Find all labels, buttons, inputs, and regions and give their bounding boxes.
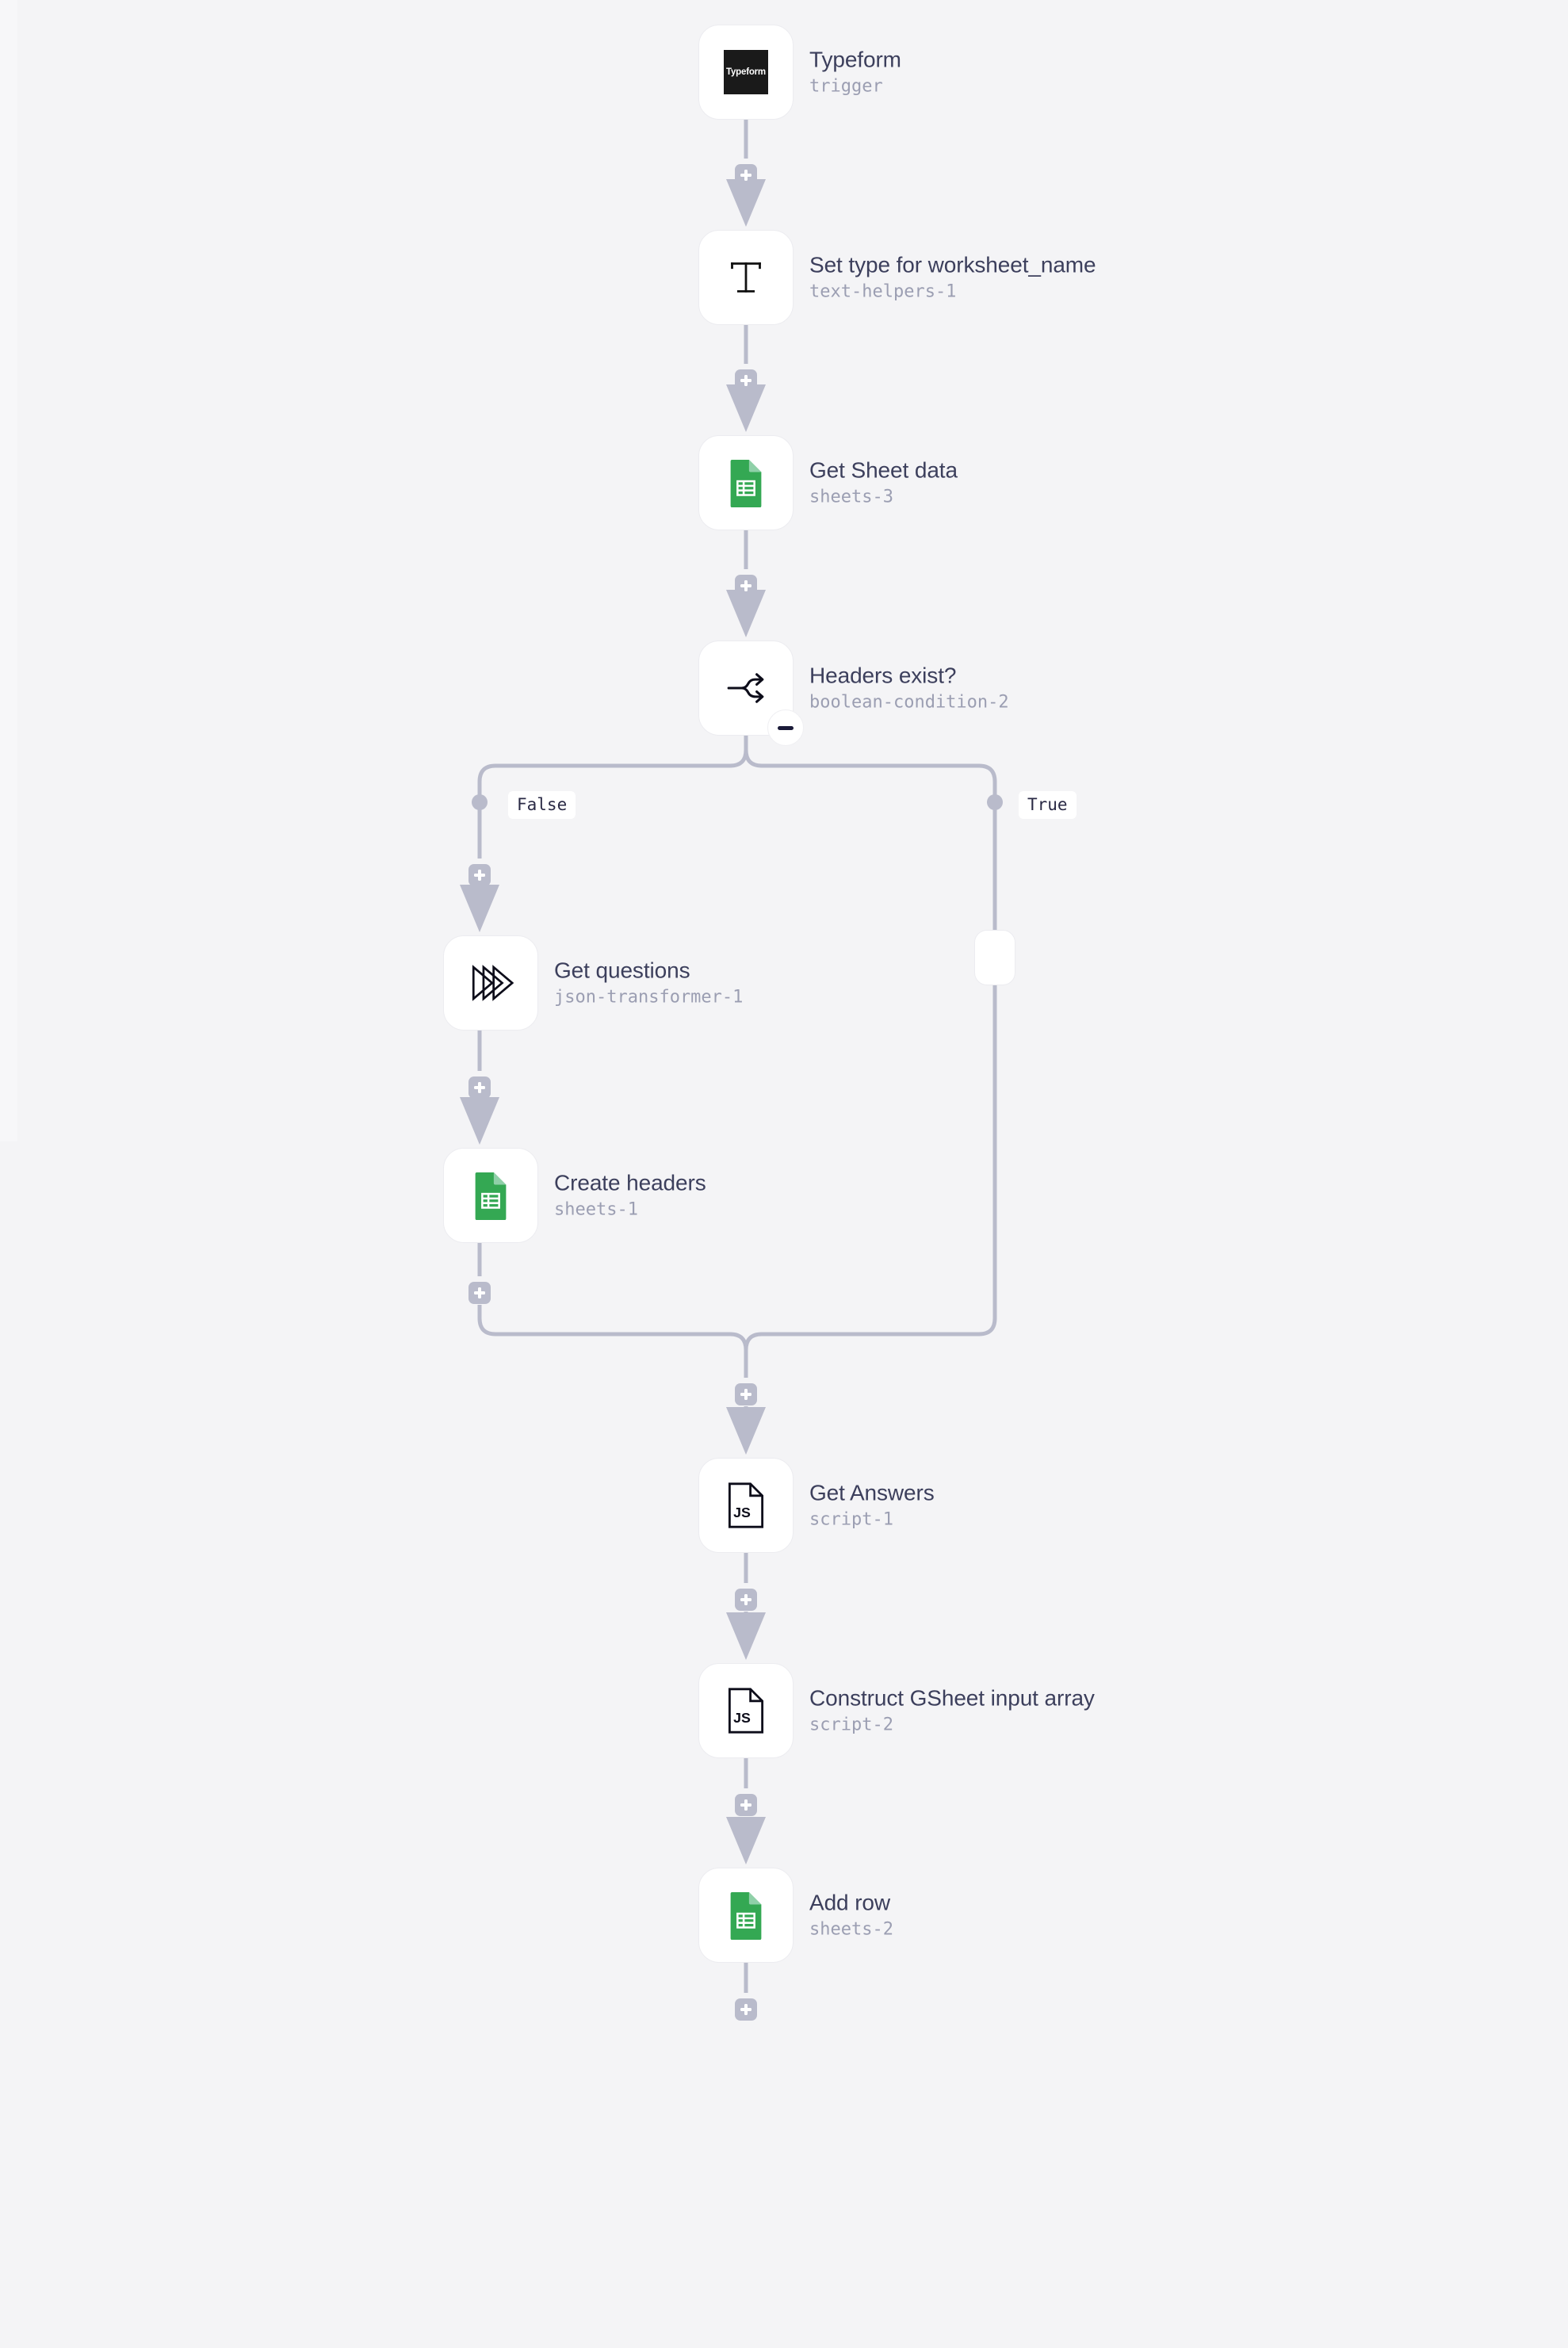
add-step-button-false-branch-top[interactable] xyxy=(468,864,491,886)
svg-text:JS: JS xyxy=(733,1710,751,1726)
node-subtitle: json-transformer-1 xyxy=(554,987,744,1008)
google-sheets-icon xyxy=(465,1170,516,1221)
node-label-sheets-3: Get Sheet data sheets-3 xyxy=(809,457,958,510)
node-label-script-1: Get Answers script-1 xyxy=(809,1479,935,1532)
json-transformer-chevrons-icon xyxy=(465,958,516,1008)
workflow-node-boolean-condition-2[interactable] xyxy=(698,641,794,736)
google-sheets-icon xyxy=(721,457,771,508)
add-step-button-after-script-2[interactable] xyxy=(735,1794,757,1816)
node-label-sheets-1: Create headers sheets-1 xyxy=(554,1169,706,1222)
node-title: Create headers xyxy=(554,1170,706,1195)
add-step-button-after-merge[interactable] xyxy=(735,1383,757,1405)
workflow-node-placeholder-true-branch[interactable] xyxy=(974,930,1015,985)
workflow-node-trigger[interactable]: Typeform xyxy=(698,25,794,120)
node-label-script-2: Construct GSheet input array script-2 xyxy=(809,1685,1095,1738)
node-subtitle: sheets-2 xyxy=(809,1919,893,1940)
svg-text:JS: JS xyxy=(733,1505,751,1520)
node-label-json-transformer-1: Get questions json-transformer-1 xyxy=(554,957,743,1010)
add-step-button-after-text-helpers[interactable] xyxy=(735,369,757,392)
node-title: Headers exist? xyxy=(809,663,957,688)
node-label-sheets-2: Add row sheets-2 xyxy=(809,1889,893,1942)
add-step-button-after-sheets-3[interactable] xyxy=(735,575,757,597)
add-step-button-after-sheets-2[interactable] xyxy=(735,1998,757,2021)
node-title: Get questions xyxy=(554,958,690,983)
typeform-logo-text: Typeform xyxy=(726,67,766,77)
node-subtitle: script-1 xyxy=(809,1509,893,1530)
workflow-node-sheets-2[interactable] xyxy=(698,1868,794,1963)
add-step-button-after-script-1[interactable] xyxy=(735,1589,757,1611)
branch-port-true[interactable] xyxy=(987,794,1003,810)
node-subtitle: text-helpers-1 xyxy=(809,281,957,302)
node-title: Typeform xyxy=(809,47,901,72)
minus-icon xyxy=(778,725,794,730)
add-step-button-after-json-transformer[interactable] xyxy=(468,1076,491,1099)
collapse-branch-button[interactable] xyxy=(767,709,804,746)
workflow-node-script-1[interactable]: JS xyxy=(698,1458,794,1553)
node-subtitle: trigger xyxy=(809,76,883,97)
add-step-button-after-trigger[interactable] xyxy=(735,164,757,186)
node-title: Add row xyxy=(809,1890,891,1915)
node-title: Construct GSheet input array xyxy=(809,1685,1095,1711)
node-subtitle: script-2 xyxy=(809,1715,893,1735)
add-step-button-after-sheets-1[interactable] xyxy=(468,1282,491,1304)
typeform-logo-icon: Typeform xyxy=(721,47,771,98)
branch-port-false[interactable] xyxy=(472,794,488,810)
workflow-node-json-transformer-1[interactable] xyxy=(443,935,538,1031)
branch-label-true: True xyxy=(1019,791,1077,820)
google-sheets-icon xyxy=(721,1890,771,1941)
workflow-node-text-helpers-1[interactable] xyxy=(698,230,794,325)
branch-label-false: False xyxy=(508,791,576,820)
branch-fork-icon xyxy=(721,663,771,713)
node-title: Get Sheet data xyxy=(809,457,958,483)
node-title: Set type for worksheet_name xyxy=(809,252,1096,277)
node-label-trigger: Typeform trigger xyxy=(809,46,901,99)
canvas-edge-strip xyxy=(0,0,17,1141)
workflow-node-sheets-1[interactable] xyxy=(443,1148,538,1243)
workflow-node-sheets-3[interactable] xyxy=(698,435,794,530)
js-script-file-icon: JS xyxy=(721,1480,771,1531)
workflow-node-script-2[interactable]: JS xyxy=(698,1663,794,1758)
node-subtitle: sheets-3 xyxy=(809,487,893,507)
node-label-text-helpers-1: Set type for worksheet_name text-helpers… xyxy=(809,251,1096,304)
js-script-file-icon: JS xyxy=(721,1685,771,1736)
text-serif-t-icon xyxy=(721,252,771,303)
node-label-boolean-condition-2: Headers exist? boolean-condition-2 xyxy=(809,662,1009,715)
node-subtitle: sheets-1 xyxy=(554,1199,638,1220)
node-subtitle: boolean-condition-2 xyxy=(809,692,1009,713)
node-title: Get Answers xyxy=(809,1480,935,1505)
